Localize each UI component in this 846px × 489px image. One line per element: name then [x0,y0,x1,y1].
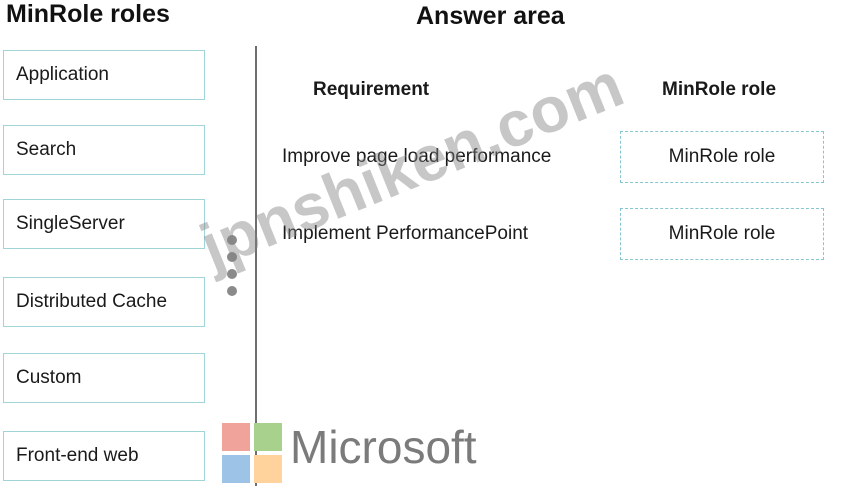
panel-divider [255,46,257,486]
role-item-application[interactable]: Application [3,50,205,100]
roles-panel-title: MinRole roles [6,0,170,28]
drop-target-performancepoint[interactable]: MinRole role [620,208,824,260]
microsoft-wordmark: Microsoft [290,421,477,473]
minrole-column-header: MinRole role [662,79,777,100]
requirement-column-header: Requirement [313,79,430,100]
logo-square-red [222,423,250,451]
answer-area-title: Answer area [416,2,565,30]
drop-target-page-load[interactable]: MinRole role [620,131,824,183]
drag-handle-dot[interactable] [227,286,237,296]
logo-square-yellow [254,455,282,483]
microsoft-logo-icon [222,423,282,483]
role-item-search[interactable]: Search [3,125,205,175]
role-item-distributed-cache[interactable]: Distributed Cache [3,277,205,327]
role-item-custom[interactable]: Custom [3,353,205,403]
drag-handle-dot[interactable] [227,235,237,245]
logo-square-green [254,423,282,451]
requirement-text-page-load: Improve page load performance [282,146,552,167]
drag-handle-dot[interactable] [227,252,237,262]
role-item-singleserver[interactable]: SingleServer [3,199,205,249]
logo-square-blue [222,455,250,483]
drag-handle-dot[interactable] [227,269,237,279]
requirement-text-performancepoint: Implement PerformancePoint [282,223,529,244]
role-item-front-end-web[interactable]: Front-end web [3,431,205,481]
